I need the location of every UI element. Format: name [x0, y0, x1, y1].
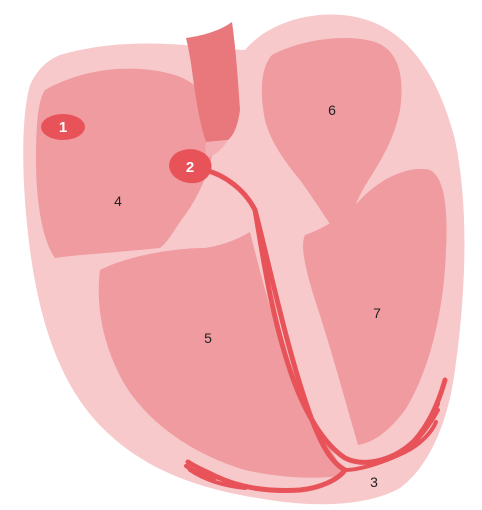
label-5: 5: [204, 330, 212, 346]
node-marker-1: 1: [41, 114, 85, 140]
node-1-label: 1: [59, 119, 67, 136]
label-7: 7: [373, 305, 381, 321]
label-3: 3: [370, 474, 378, 490]
label-4: 4: [114, 193, 122, 209]
node-2-label: 2: [186, 159, 194, 176]
label-6: 6: [328, 102, 336, 118]
